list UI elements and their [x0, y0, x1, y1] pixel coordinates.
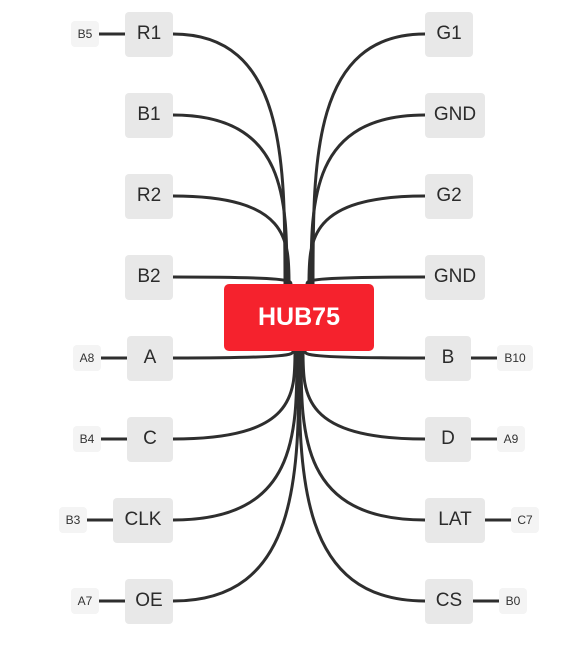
left-pin-b2[interactable]: B2: [125, 254, 173, 300]
right-pin-gnd[interactable]: GND: [425, 254, 485, 300]
right-pin-g1[interactable]: G1: [425, 11, 473, 57]
left-pin-r2[interactable]: R2: [125, 173, 173, 219]
pin-tag-b5[interactable]: B5: [71, 21, 99, 47]
pin-tag-a9[interactable]: A9: [497, 426, 525, 452]
right-link-b: [303, 349, 427, 360]
right-pin-d[interactable]: D: [425, 416, 471, 462]
hub75-center-node[interactable]: HUB75: [224, 284, 374, 351]
right-pin-cs[interactable]: CS: [425, 578, 473, 624]
pin-tag-b4[interactable]: B4: [73, 426, 101, 452]
left-pin-clk[interactable]: CLK: [113, 497, 173, 543]
pin-tag-b3[interactable]: B3: [59, 507, 87, 533]
right-link-g2: [307, 194, 427, 286]
left-link-r2: [171, 194, 291, 286]
left-link-a: [171, 349, 295, 360]
right-pin-lat[interactable]: LAT: [425, 497, 485, 543]
left-pin-oe[interactable]: OE: [125, 578, 173, 624]
left-pin-b1[interactable]: B1: [125, 92, 173, 138]
left-link-c: [171, 349, 297, 441]
pin-tag-a7[interactable]: A7: [71, 588, 99, 614]
left-pin-r1[interactable]: R1: [125, 11, 173, 57]
right-pin-g2[interactable]: G2: [425, 173, 473, 219]
right-link-gnd: [309, 113, 427, 286]
pin-tag-c7[interactable]: C7: [511, 507, 539, 533]
left-link-clk: [171, 349, 299, 522]
pin-tag-a8[interactable]: A8: [73, 345, 101, 371]
right-link-gnd: [305, 275, 427, 286]
left-link-b1: [171, 113, 289, 286]
left-link-oe: [171, 349, 301, 603]
pin-tag-b0[interactable]: B0: [499, 588, 527, 614]
right-pin-b[interactable]: B: [425, 335, 471, 381]
left-pin-a[interactable]: A: [127, 335, 173, 381]
left-link-b2: [171, 275, 293, 286]
pin-tag-b10[interactable]: B10: [497, 345, 533, 371]
right-link-lat: [299, 349, 427, 522]
right-pin-gnd[interactable]: GND: [425, 92, 485, 138]
left-pin-c[interactable]: C: [127, 416, 173, 462]
right-link-d: [301, 349, 427, 441]
right-link-cs: [297, 349, 427, 603]
